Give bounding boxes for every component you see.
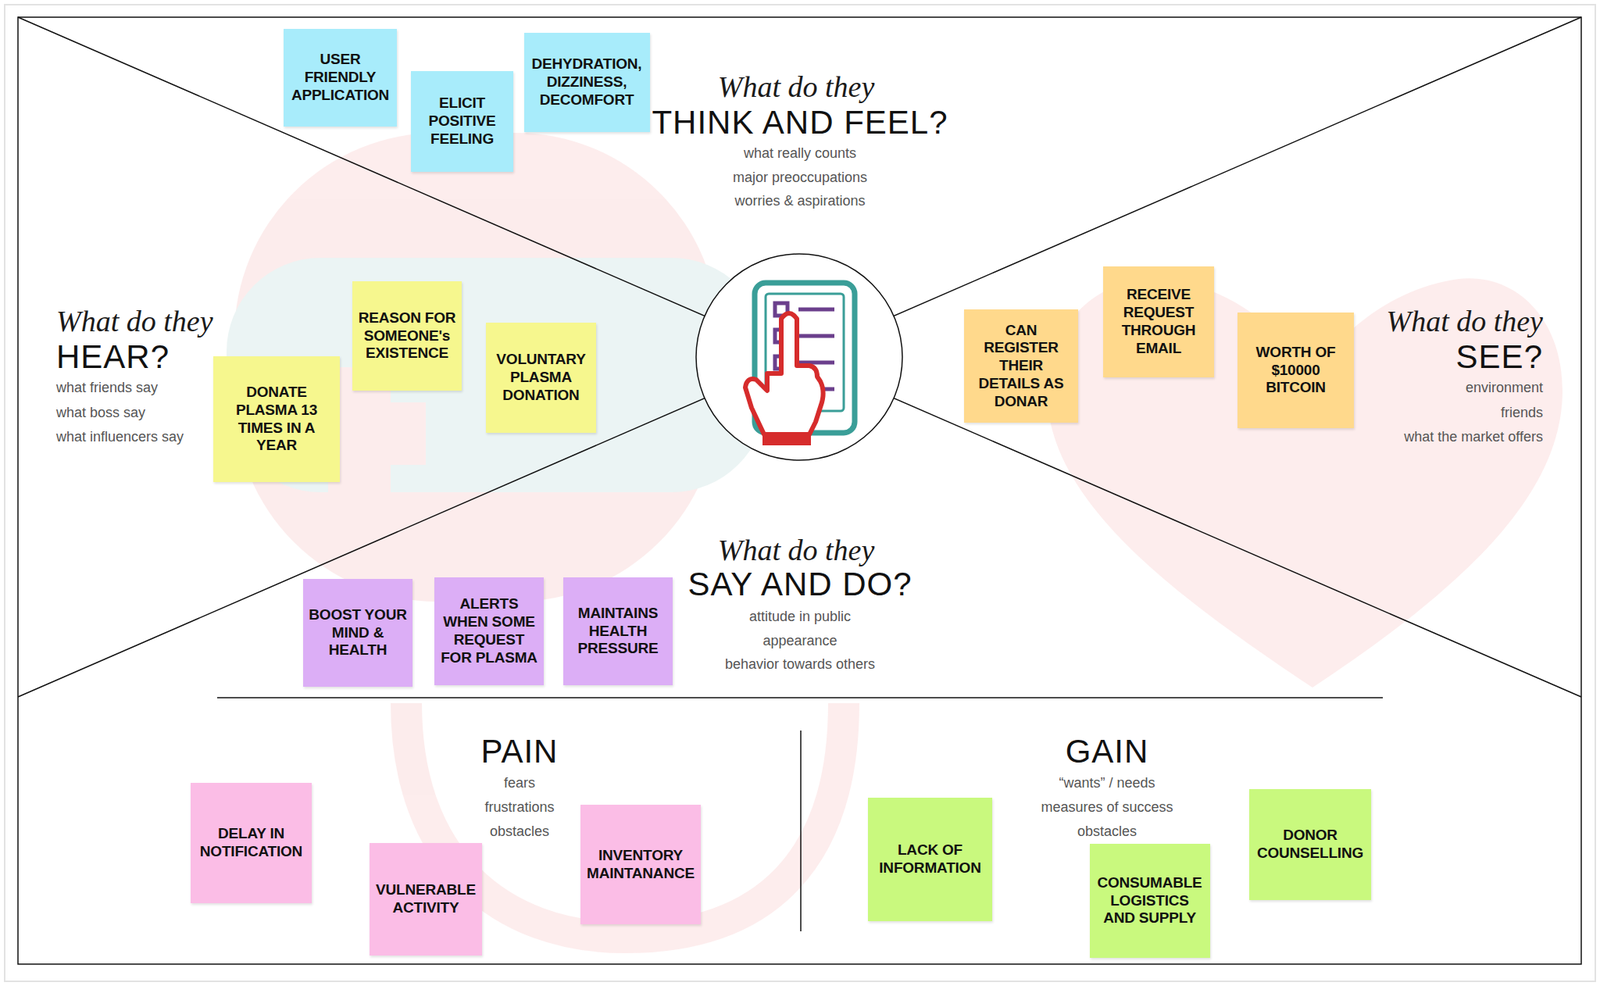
sticky-note: ELICIT POSITIVE FEELING	[410, 71, 514, 172]
section-heading: SAY AND DO?	[687, 565, 912, 604]
sticky-note: VULNERABLE ACTIVITY	[369, 842, 483, 956]
pain-gain-divider	[800, 730, 802, 932]
section-prompt: what friends say	[56, 379, 158, 397]
sticky-note: BOOST YOUR MIND & HEALTH	[303, 578, 413, 687]
sticky-note-text: DELAY IN NOTIFICATION	[195, 825, 308, 861]
sticky-note: INVENTORY MAINTANANCE	[580, 804, 701, 925]
section-prompt: what boss say	[56, 404, 146, 422]
sticky-note: ALERTS WHEN SOME REQUEST FOR PLASMA	[434, 577, 544, 686]
sticky-note-text: REASON FOR SOMEONE's EXISTENCE	[357, 309, 458, 363]
sticky-note: MAINTAINS HEALTH PRESSURE	[563, 577, 673, 686]
watermark-illustration	[226, 132, 1563, 938]
sticky-note-text: DONOR COUNSELLING	[1253, 826, 1367, 863]
section-prompt: attitude in public	[749, 608, 851, 625]
sticky-note-text: CAN REGISTER THEIR DETAILS AS DONAR	[968, 321, 1074, 411]
pointing-hand	[745, 313, 824, 435]
section-heading: PAIN	[481, 732, 559, 771]
section-prompt: what the market offers	[1403, 428, 1543, 446]
section-prompt: fears	[503, 775, 536, 792]
quadrant-line	[799, 357, 1582, 697]
sticky-note: LACK OF INFORMATION	[867, 797, 993, 922]
section-script-title: What do they	[1385, 303, 1543, 339]
section-prompt: what really counts	[743, 145, 857, 162]
section-prompt: obstacles	[489, 823, 550, 840]
sticky-note-text: ALERTS WHEN SOME REQUEST FOR PLASMA	[439, 595, 540, 667]
section-prompt: “wants” / needs	[1058, 775, 1155, 792]
section-prompt: friends	[1500, 404, 1543, 422]
section-heading: SEE?	[1456, 338, 1543, 376]
tablet-icon	[745, 282, 855, 446]
section-heading: THINK AND FEEL?	[651, 103, 948, 142]
section-prompt: worries & aspirations	[734, 192, 865, 210]
sticky-note: DELAY IN NOTIFICATION	[190, 782, 312, 904]
sticky-note-text: WORTH OF $10000 BITCOIN	[1242, 343, 1350, 397]
sticky-note: DONATE PLASMA 13 TIMES IN A YEAR	[213, 356, 340, 483]
quadrant-dividers	[17, 17, 1582, 697]
sticky-note-text: LACK OF INFORMATION	[872, 841, 988, 878]
quadrant-line	[17, 357, 800, 697]
section-prompt: obstacles	[1077, 823, 1137, 840]
sticky-note-text: INVENTORY MAINTANANCE	[585, 846, 697, 883]
sticky-note: DEHYDRATION, DIZZINESS, DECOMFORT	[524, 32, 650, 133]
check-line	[798, 307, 835, 312]
section-script-title: What do they	[56, 303, 214, 339]
section-prompt: appearance	[762, 632, 837, 650]
section-prompt: environment	[1465, 379, 1543, 397]
sticky-note: CONSUMABLE LOGISTICS AND SUPPLY	[1089, 843, 1211, 958]
sticky-note-text: USER FRIENDLY APPLICATION	[288, 50, 393, 104]
section-divider	[217, 696, 1383, 699]
hand-cuff	[762, 434, 811, 446]
sticky-note: CAN REGISTER THEIR DETAILS AS DONAR	[964, 309, 1079, 423]
sticky-note-text: DONATE PLASMA 13 TIMES IN A YEAR	[217, 383, 336, 455]
section-prompt: measures of success	[1040, 799, 1173, 816]
sticky-note-text: BOOST YOUR MIND & HEALTH	[307, 606, 408, 660]
sticky-note-text: CONSUMABLE LOGISTICS AND SUPPLY	[1094, 874, 1206, 928]
check-line	[798, 334, 835, 339]
map-frame	[17, 17, 1582, 965]
section-prompt: what influencers say	[56, 428, 184, 446]
page-edge	[4, 4, 1596, 982]
section-heading: HEAR?	[56, 338, 170, 376]
section-prompt: behavior towards others	[725, 656, 875, 673]
section-prompt: frustrations	[484, 799, 554, 816]
sticky-note-text: VULNERABLE ACTIVITY	[374, 881, 478, 918]
sticky-note-text: MAINTAINS HEALTH PRESSURE	[567, 604, 668, 658]
section-script-title: What do they	[717, 532, 875, 568]
sticky-note-text: VOLUNTARY PLASMA DONATION	[490, 350, 592, 404]
center-circle	[696, 253, 903, 461]
sticky-note: REASON FOR SOMEONE's EXISTENCE	[352, 281, 462, 391]
sticky-note-text: DEHYDRATION, DIZZINESS, DECOMFORT	[528, 55, 646, 109]
quadrant-line	[799, 17, 1582, 358]
sticky-note: RECEIVE REQUEST THROUGH EMAIL	[1103, 266, 1215, 378]
section-prompt: major preoccupations	[732, 169, 868, 186]
section-script-title: What do they	[717, 69, 875, 104]
sticky-note: VOLUNTARY PLASMA DONATION	[485, 322, 597, 433]
sticky-note-text: ELICIT POSITIVE FEELING	[415, 94, 509, 148]
sticky-note: USER FRIENDLY APPLICATION	[283, 28, 397, 127]
section-heading: GAIN	[1065, 732, 1150, 771]
sticky-note-text: RECEIVE REQUEST THROUGH EMAIL	[1107, 285, 1210, 358]
sticky-note: WORTH OF $10000 BITCOIN	[1237, 312, 1354, 429]
sticky-note: DONOR COUNSELLING	[1249, 789, 1372, 900]
